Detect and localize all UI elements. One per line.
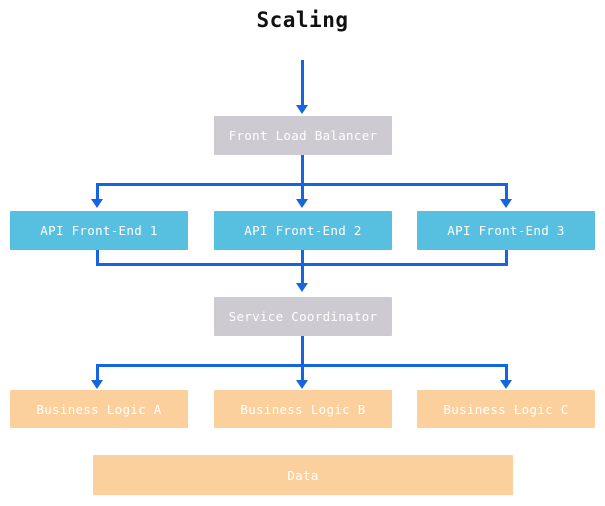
- connector-flb-stem: [301, 155, 304, 186]
- arrowhead-api-to-service-coordinator: [296, 283, 308, 292]
- connector-api-2-to-service-coordinator: [301, 250, 304, 286]
- arrowhead-flb-to-api-1: [91, 199, 103, 208]
- connector-flb-to-api-2: [301, 183, 304, 202]
- node-data[interactable]: Data: [93, 455, 513, 495]
- arrowhead-flb-to-api-3: [500, 199, 512, 208]
- connector-sc-to-business-logic-a: [96, 364, 99, 383]
- node-api-front-end-1[interactable]: API Front-End 1: [10, 211, 188, 250]
- connector-input-to-front-load-balancer: [301, 60, 304, 107]
- connector-flb-to-api-1: [96, 183, 99, 202]
- arrowhead-flb-to-api-2: [296, 199, 308, 208]
- node-api-front-end-2-label: API Front-End 2: [244, 223, 362, 238]
- node-api-front-end-1-label: API Front-End 1: [40, 223, 158, 238]
- node-business-logic-b-label: Business Logic B: [240, 401, 366, 417]
- connector-sc-to-business-logic-c: [505, 364, 508, 383]
- node-api-front-end-3[interactable]: API Front-End 3: [417, 211, 595, 250]
- node-data-label: Data: [287, 467, 319, 483]
- node-business-logic-c-label: Business Logic C: [443, 401, 569, 417]
- connector-api-3-to-bus: [505, 250, 508, 266]
- node-business-logic-a[interactable]: Business Logic A: [10, 390, 188, 428]
- page-title: Scaling: [256, 8, 349, 32]
- node-front-load-balancer-label: Front Load Balancer: [228, 128, 378, 143]
- connector-service-coordinator-stem: [301, 336, 304, 367]
- node-api-front-end-3-label: API Front-End 3: [447, 223, 565, 238]
- connector-sc-to-business-logic-b: [301, 364, 304, 383]
- node-front-load-balancer[interactable]: Front Load Balancer: [214, 116, 392, 155]
- arrowhead-input-to-front-load-balancer: [296, 105, 308, 114]
- arrowhead-sc-to-business-logic-b: [296, 380, 308, 389]
- node-service-coordinator-label: Service Coordinator: [228, 309, 378, 324]
- connector-api-1-to-bus: [96, 250, 99, 266]
- node-business-logic-b[interactable]: Business Logic B: [214, 390, 392, 428]
- arrowhead-sc-to-business-logic-c: [500, 380, 512, 389]
- node-business-logic-a-label: Business Logic A: [36, 401, 162, 417]
- node-business-logic-c[interactable]: Business Logic C: [417, 390, 595, 428]
- node-api-front-end-2[interactable]: API Front-End 2: [214, 211, 392, 250]
- node-service-coordinator[interactable]: Service Coordinator: [214, 297, 392, 336]
- connector-flb-to-api-3: [505, 183, 508, 202]
- arrowhead-sc-to-business-logic-a: [91, 380, 103, 389]
